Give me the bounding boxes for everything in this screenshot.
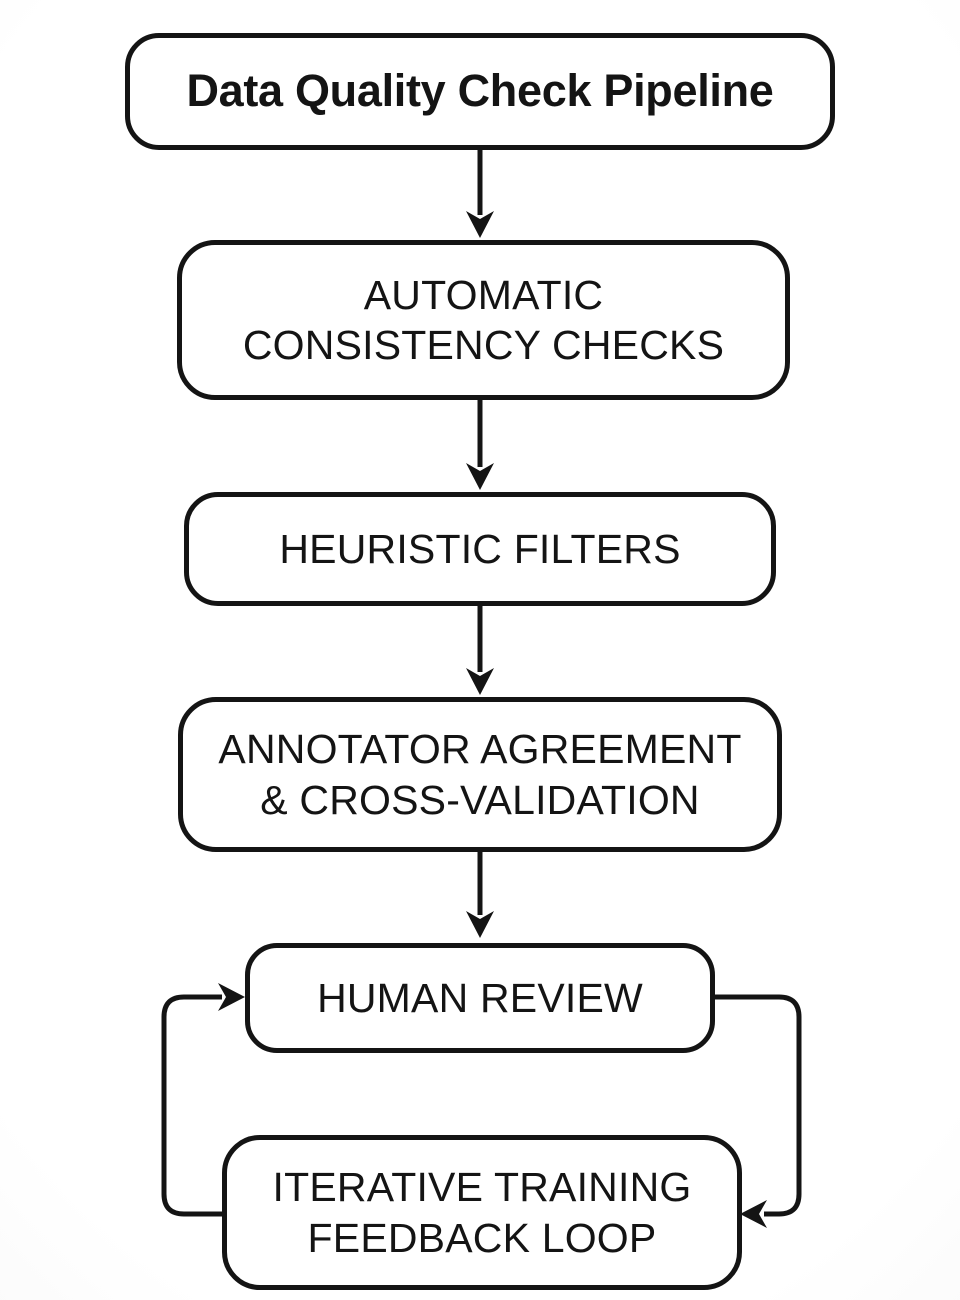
arrowhead-left-icon bbox=[740, 1200, 767, 1228]
arrowhead-down-icon bbox=[466, 211, 494, 238]
node-annotator-agreement-cross-validation: ANNOTATOR AGREEMENT & CROSS-VALIDATION bbox=[178, 697, 782, 852]
arrowhead-down-icon bbox=[466, 911, 494, 938]
arrowhead-right-icon bbox=[218, 983, 245, 1011]
arrowhead-down-icon bbox=[466, 668, 494, 695]
node-label: HUMAN REVIEW bbox=[317, 974, 643, 1021]
node-title-box: Data Quality Check Pipeline bbox=[125, 33, 835, 150]
node-automatic-consistency-checks: AUTOMATIC CONSISTENCY CHECKS bbox=[177, 240, 790, 400]
arrowhead-down-icon bbox=[466, 463, 494, 490]
node-iterative-training-feedback-loop: ITERATIVE TRAINING FEEDBACK LOOP bbox=[222, 1135, 742, 1290]
node-label-line: FEEDBACK LOOP bbox=[307, 1214, 657, 1261]
node-label-line: & CROSS-VALIDATION bbox=[260, 776, 700, 823]
node-label-line: ITERATIVE TRAINING bbox=[272, 1164, 692, 1211]
node-label-line: CONSISTENCY CHECKS bbox=[242, 322, 725, 368]
node-human-review: HUMAN REVIEW bbox=[245, 943, 715, 1053]
node-label-line: ANNOTATOR AGREEMENT bbox=[218, 726, 742, 773]
node-label-line: AUTOMATIC bbox=[363, 271, 604, 318]
loop-arrow-left bbox=[161, 994, 224, 1217]
node-label: Data Quality Check Pipeline bbox=[186, 65, 774, 117]
loop-arrow-right bbox=[713, 994, 802, 1217]
node-heuristic-filters: HEURISTIC FILTERS bbox=[184, 492, 776, 606]
node-label: HEURISTIC FILTERS bbox=[279, 525, 681, 572]
